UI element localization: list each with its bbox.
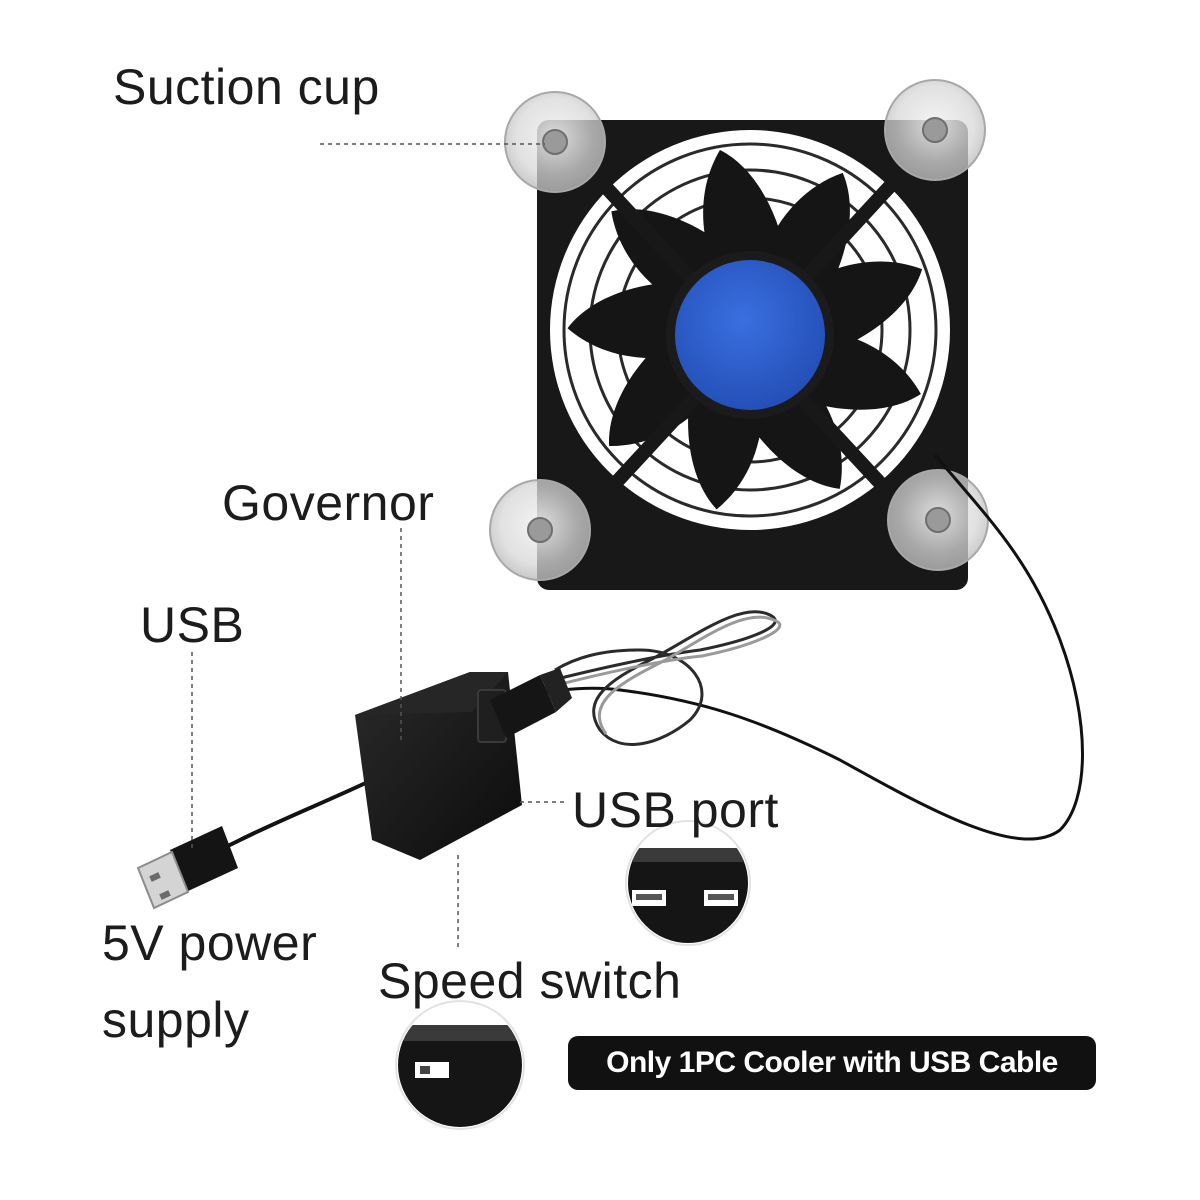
package-contents-badge: Only 1PC Cooler with USB Cable [568, 1036, 1096, 1090]
usb-port-inset [625, 820, 751, 946]
fan-cable [544, 454, 1084, 841]
label-suction-cup: Suction cup [113, 59, 380, 115]
governor-box [355, 672, 522, 860]
label-governor: Governor [222, 475, 435, 531]
leader-lines [191, 143, 568, 948]
suction-cup-bottom-left [489, 479, 591, 581]
label-power-line2: supply [102, 992, 250, 1048]
label-usb-port: USB port [572, 782, 779, 838]
usb-extension-cable [544, 610, 782, 746]
label-power-line1: 5V power [102, 915, 318, 971]
suction-cup-bottom-right [887, 469, 989, 571]
fan-hub [675, 260, 825, 410]
suction-cups [489, 79, 989, 581]
suction-cup-top-right [884, 79, 986, 181]
power-cable [203, 778, 373, 860]
label-speed-switch: Speed switch [378, 953, 682, 1009]
fan [537, 120, 968, 590]
suction-cup-top-left [504, 91, 606, 193]
speed-switch-inset [395, 1000, 525, 1130]
usb-extension-plug [490, 668, 572, 738]
usb-power-plug [136, 826, 238, 910]
label-usb: USB [140, 597, 245, 653]
